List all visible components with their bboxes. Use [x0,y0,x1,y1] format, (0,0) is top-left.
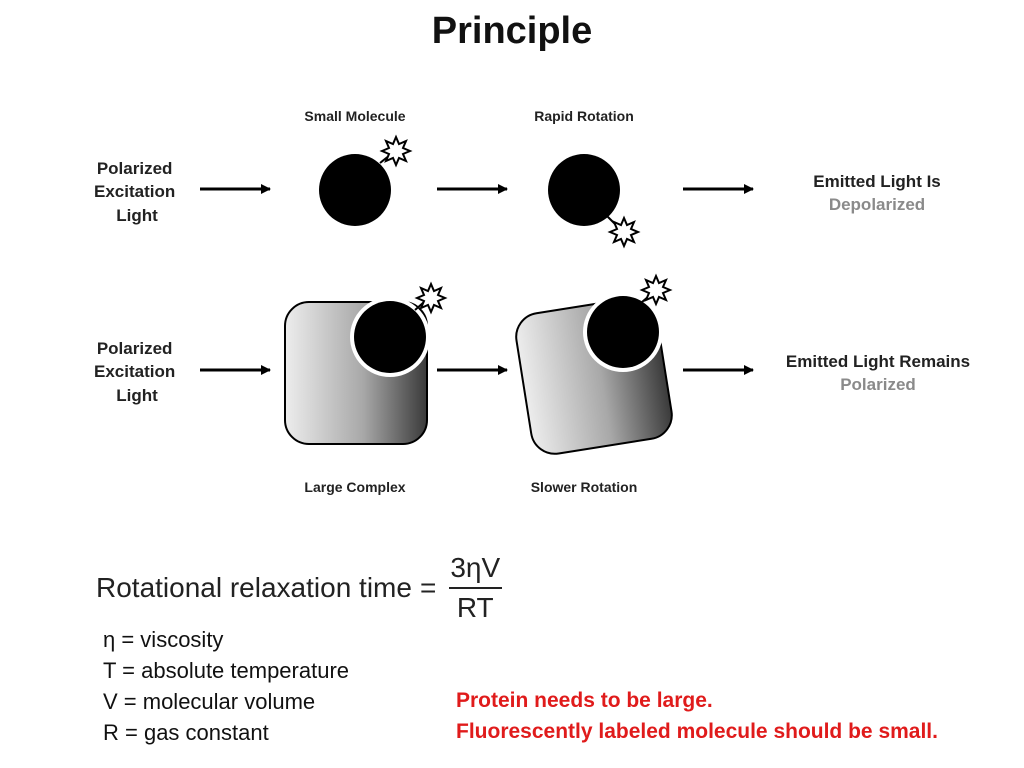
bound-molecule-circle [354,301,426,373]
fluorescence-polarization-diagram: Polarized Excitation Light Small Molecul… [94,108,970,495]
bottom-result-label: Emitted Light Remains [786,352,970,371]
bottom-input-label-line1: Polarized [97,339,173,358]
fluorophore-burst-icon [414,281,448,315]
legend-item-gas-constant: R = gas constant [103,720,269,745]
fluorophore-burst-icon [379,134,413,168]
slower-rotation-label: Slower Rotation [531,479,638,495]
top-input-label-line3: Light [116,206,158,225]
small-molecule-circle [319,154,391,226]
relaxation-time-equation: Rotational relaxation time = 3ηV RT [96,548,506,628]
legend-item-temperature: T = absolute temperature [103,658,350,683]
fluorophore-burst-icon [639,273,673,307]
equation-equals: = [419,572,437,603]
small-molecule-label: Small Molecule [304,108,405,124]
legend-item-volume: V = molecular volume [103,689,316,714]
top-result-state: Depolarized [829,195,925,214]
bottom-input-label-line2: Excitation [94,362,175,381]
rapid-rotation-label: Rapid Rotation [534,108,634,124]
note-protein-large: Protein needs to be large. [456,689,713,712]
note-molecule-small: Fluorescently labeled molecule should be… [456,720,938,743]
fluorophore-burst-icon [607,215,641,249]
large-complex-label: Large Complex [304,479,405,495]
bottom-result-state: Polarized [840,375,916,394]
bottom-input-label-line3: Light [116,386,158,405]
equation-fraction: 3ηV RT [444,552,506,624]
top-input-label-line2: Excitation [94,182,175,201]
top-result-label: Emitted Light Is [813,172,941,191]
variable-legend: η = viscosity T = absolute temperature V… [103,624,349,748]
equation-numerator: 3ηV [450,552,501,583]
legend-item-viscosity: η = viscosity [103,627,224,652]
rotated-molecule-circle [548,154,620,226]
slide-title: Principle [431,10,593,52]
equation-lhs: Rotational relaxation time [96,572,412,603]
bound-molecule-circle [587,296,659,368]
top-input-label: Polarized Excitation Light [94,159,180,225]
bottom-input-label: Polarized Excitation Light [94,339,180,405]
top-input-label-line1: Polarized [97,159,173,178]
key-notes: Protein needs to be large. Fluorescently… [456,685,938,747]
equation-denominator: RT [448,587,502,624]
